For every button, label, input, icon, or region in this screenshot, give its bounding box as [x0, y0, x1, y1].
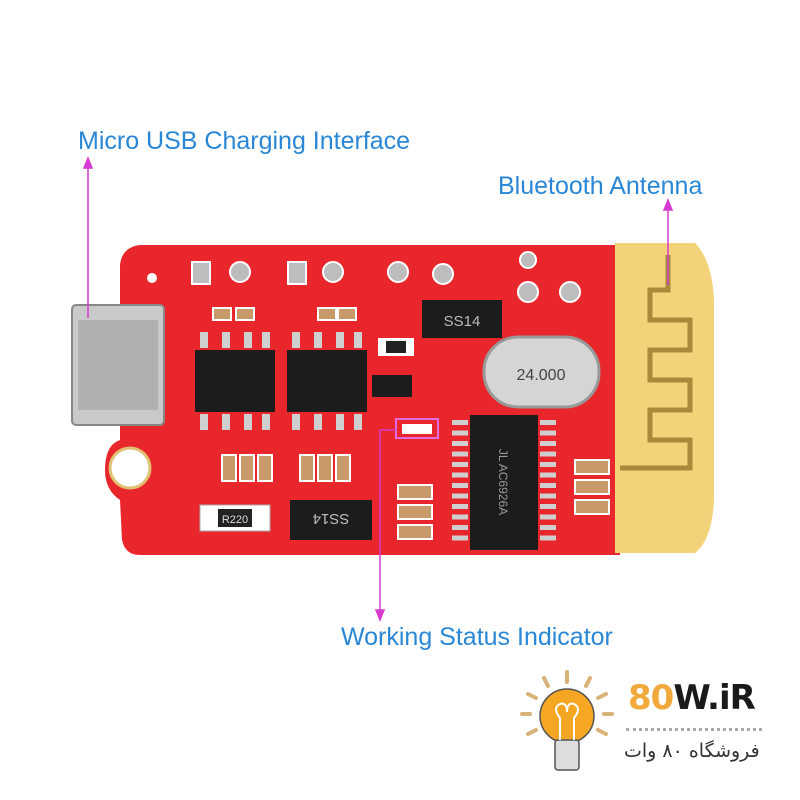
chip-pin	[540, 430, 556, 436]
chip-pin	[452, 504, 468, 509]
chip-pin	[452, 514, 468, 520]
bluetooth-chip-marking: JL AC6926A	[496, 449, 510, 515]
logo-brand: 80W.iR	[628, 678, 756, 718]
chip-pin	[540, 420, 556, 425]
resistor-marking: R220	[222, 514, 248, 526]
chip-pin	[452, 441, 468, 446]
chip-pin	[452, 483, 468, 488]
chip-pin	[540, 451, 556, 457]
mounting-hole	[108, 446, 152, 490]
antenna-trace	[620, 255, 693, 471]
diode-top	[422, 300, 502, 338]
crystal-oscillator	[482, 335, 601, 409]
chip-pin	[452, 472, 468, 478]
chip-pin	[452, 462, 468, 467]
usb-annotation-label: Micro USB Charging Interface	[78, 127, 411, 155]
logo-bulb-icon	[520, 670, 614, 771]
chip-pin	[540, 514, 556, 520]
chip-pin	[540, 462, 556, 467]
chip-pin	[540, 525, 556, 530]
logo-divider	[626, 728, 762, 731]
chip-pin	[452, 420, 468, 425]
amp-chip-2	[287, 350, 367, 412]
bluetooth-chip	[470, 415, 538, 550]
chip-pin	[540, 483, 556, 488]
chip-pin	[540, 504, 556, 509]
diode-bottom	[290, 500, 372, 540]
amp-chip-1	[195, 350, 275, 412]
antenna-annotation-label: Bluetooth Antenna	[498, 172, 703, 200]
chip-pin	[452, 451, 468, 457]
chip-pin	[452, 525, 468, 530]
chip-pin	[540, 441, 556, 446]
diode-top-marking: SS14	[444, 313, 481, 330]
chip-pin	[540, 535, 556, 541]
indicator-annotation-label: Working Status Indicator	[341, 623, 613, 651]
chip-pin	[452, 493, 468, 499]
chip-pin	[540, 493, 556, 499]
logo-brand-number: 80	[628, 678, 674, 718]
crystal-marking: 24.000	[517, 367, 566, 384]
logo-persian-text: فروشگاه ۸۰ وات	[624, 740, 760, 762]
chip-pin	[452, 430, 468, 436]
status-led	[402, 424, 432, 434]
chip-pin	[452, 535, 468, 541]
chip-pin	[540, 472, 556, 478]
logo-brand-rest: W.iR	[673, 678, 755, 718]
diode-bottom-marking: SS14	[313, 510, 350, 527]
